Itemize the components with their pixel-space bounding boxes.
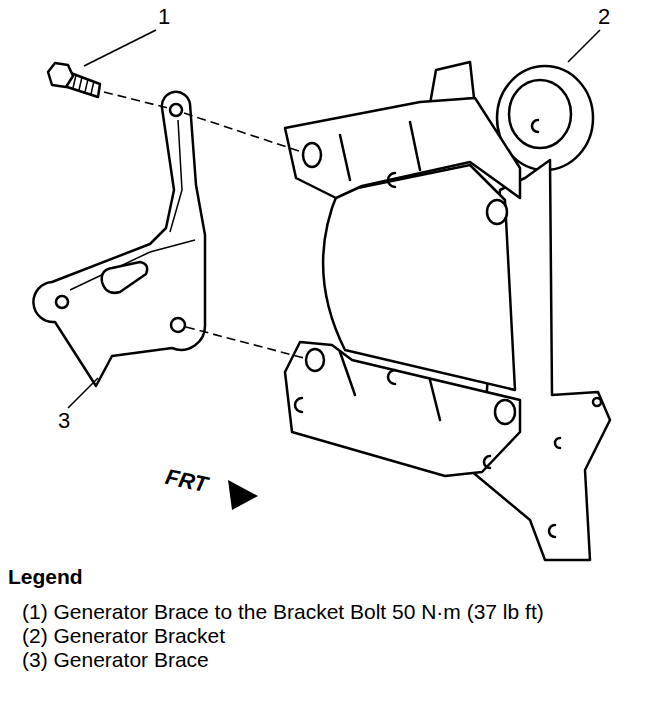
bolt-hole-mark — [295, 398, 302, 412]
alignment-lines — [104, 92, 304, 358]
bracket-hole — [495, 400, 515, 424]
bolt-hole-mark — [555, 438, 560, 448]
direction-label: FRT — [163, 466, 209, 496]
callout-number: 3 — [58, 410, 70, 432]
bracket-hole — [303, 143, 321, 167]
brace-hole — [171, 318, 185, 332]
brace-hole — [56, 296, 68, 308]
legend-heading: Legend — [8, 566, 83, 587]
bolt-hole-mark — [484, 456, 490, 468]
legend-text: (2) Generator Bracket — [22, 624, 225, 647]
bracket-plate — [323, 165, 515, 390]
brace-body — [33, 92, 205, 386]
front-arrow — [228, 480, 258, 510]
brace-hole — [170, 104, 182, 116]
leader-line — [68, 378, 98, 408]
legend-text: (1) Generator Brace to the Bracket Bolt … — [22, 600, 544, 623]
bracket-upper-arm — [285, 98, 520, 198]
generator-brace — [33, 92, 205, 386]
callout-number: 2 — [598, 6, 610, 28]
legend-entry: (1) Generator Brace to the Bracket Bolt … — [22, 600, 662, 624]
bracket-rib — [340, 352, 440, 420]
legend-entry: (2) Generator Bracket — [22, 624, 662, 648]
leader-line — [568, 30, 600, 62]
bracket-lower-arm — [285, 342, 520, 476]
alignment-line — [184, 113, 302, 152]
generator-bracket — [285, 62, 610, 560]
leader-lines — [68, 30, 600, 408]
brace-slot — [102, 262, 147, 293]
legend: (1) Generator Brace to the Bracket Bolt … — [22, 600, 662, 672]
bolt-hole-mark — [549, 525, 555, 537]
bolt — [48, 63, 100, 97]
bracket-rib — [340, 122, 420, 180]
bolt-hole-mark — [388, 173, 395, 187]
bolt-hole-mark — [532, 120, 538, 132]
bolt-head — [48, 63, 73, 87]
leader-line — [84, 30, 156, 66]
bracket-hole — [306, 349, 324, 371]
bracket-hole — [593, 398, 601, 406]
bolt-thread — [73, 75, 94, 94]
legend-entry: (3) Generator Brace — [22, 648, 662, 672]
alignment-line — [186, 327, 304, 358]
callout-number: 1 — [158, 6, 170, 28]
legend-text: (3) Generator Brace — [22, 648, 209, 671]
bracket-boss-bore — [509, 80, 571, 148]
alignment-line — [104, 92, 168, 108]
bracket-hole — [487, 200, 507, 224]
bolt-hole-mark — [388, 370, 395, 384]
